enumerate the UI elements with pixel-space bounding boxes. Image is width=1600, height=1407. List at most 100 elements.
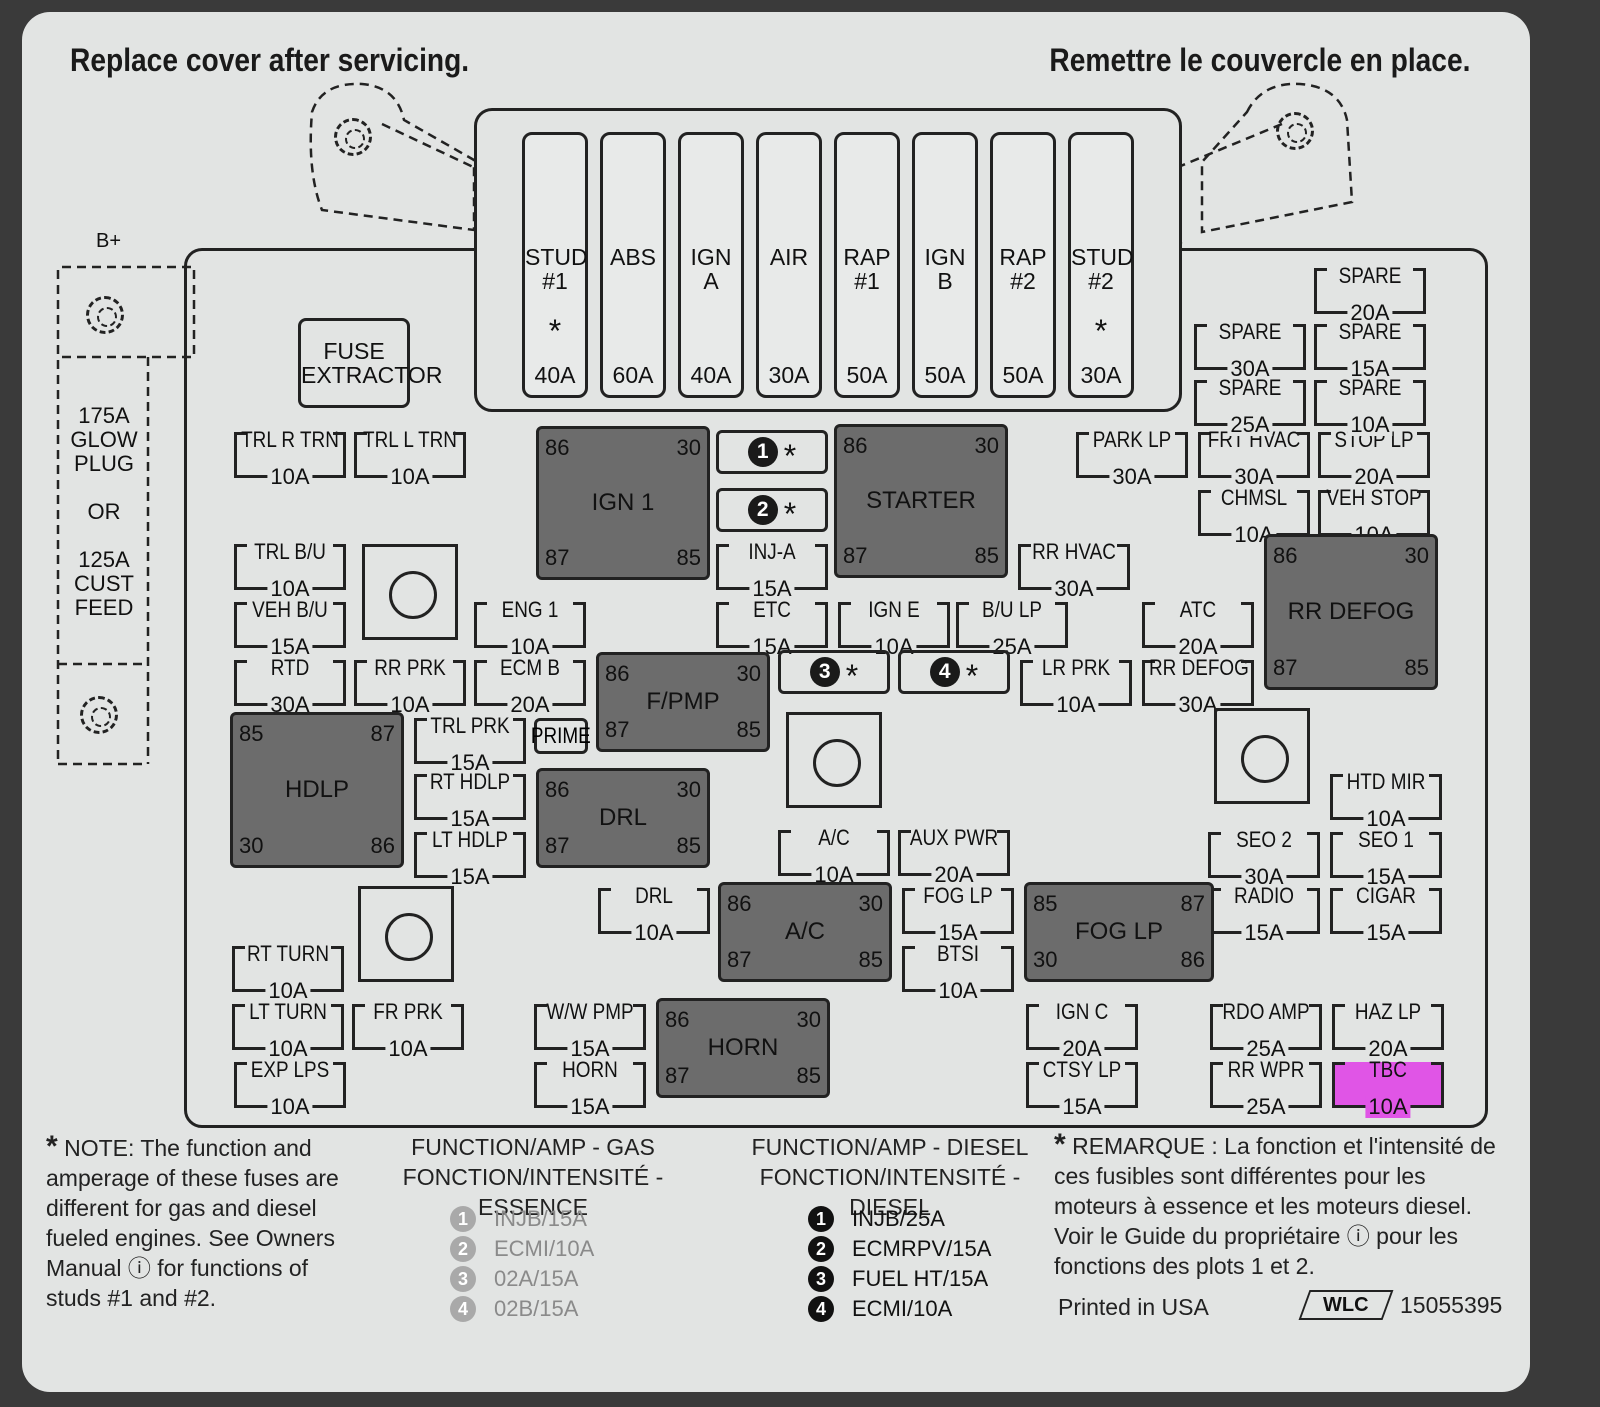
relay-pin: 87 <box>605 717 630 742</box>
relay-pin: 30 <box>239 833 264 858</box>
maxi-fuse[interactable]: STUD #2*30A <box>1068 132 1134 398</box>
relay-name: RR DEFOG <box>1287 598 1415 625</box>
relay-name: HORN <box>707 1034 779 1061</box>
relay-pin: 85 <box>858 947 883 972</box>
fuse-amp: 25A <box>1243 1096 1289 1118</box>
fuse-name: HORN <box>562 1057 618 1082</box>
fuse-amp: 10A <box>267 466 313 488</box>
fuse-name: HTD MIR <box>1346 769 1426 794</box>
relay-pin: 30 <box>796 1007 821 1032</box>
relay-pin: 86 <box>370 833 395 858</box>
fuse-extractor[interactable]: FUSE EXTRACTOR <box>298 318 442 408</box>
fuse-name: B/U LP <box>982 597 1042 622</box>
slot-number-icon: 1 <box>747 437 778 467</box>
prime-terminal[interactable]: PRIME <box>531 718 591 754</box>
slot-asterisk: * <box>783 438 797 474</box>
fuse-veh-stop[interactable]: VEH STOP10A <box>1318 487 1430 546</box>
fuse-name: TRL B/U <box>254 539 326 564</box>
maxi-fuse[interactable]: STUD #1*40A <box>522 132 588 398</box>
relay-pin: 85 <box>676 545 701 570</box>
bolt-top-left-icon <box>334 118 372 156</box>
relay-pin: 86 <box>1273 543 1298 568</box>
bolt-b-plus-icon <box>86 296 124 334</box>
fuse-name: ATC <box>1179 597 1217 622</box>
numbered-slot-3[interactable]: 3* <box>778 650 890 694</box>
fuse-amp: 20A <box>931 864 977 886</box>
numbered-slot-1[interactable]: 1* <box>716 430 828 474</box>
fuse-amp: 15A <box>935 922 981 944</box>
numbered-slot-4[interactable]: 4* <box>898 650 1010 694</box>
fuse-amp: 30A <box>1051 578 1097 600</box>
numbered-slot-2[interactable]: 2* <box>716 488 828 532</box>
mount-hole-2 <box>358 886 454 982</box>
fuse-amp: 15A <box>447 752 493 774</box>
